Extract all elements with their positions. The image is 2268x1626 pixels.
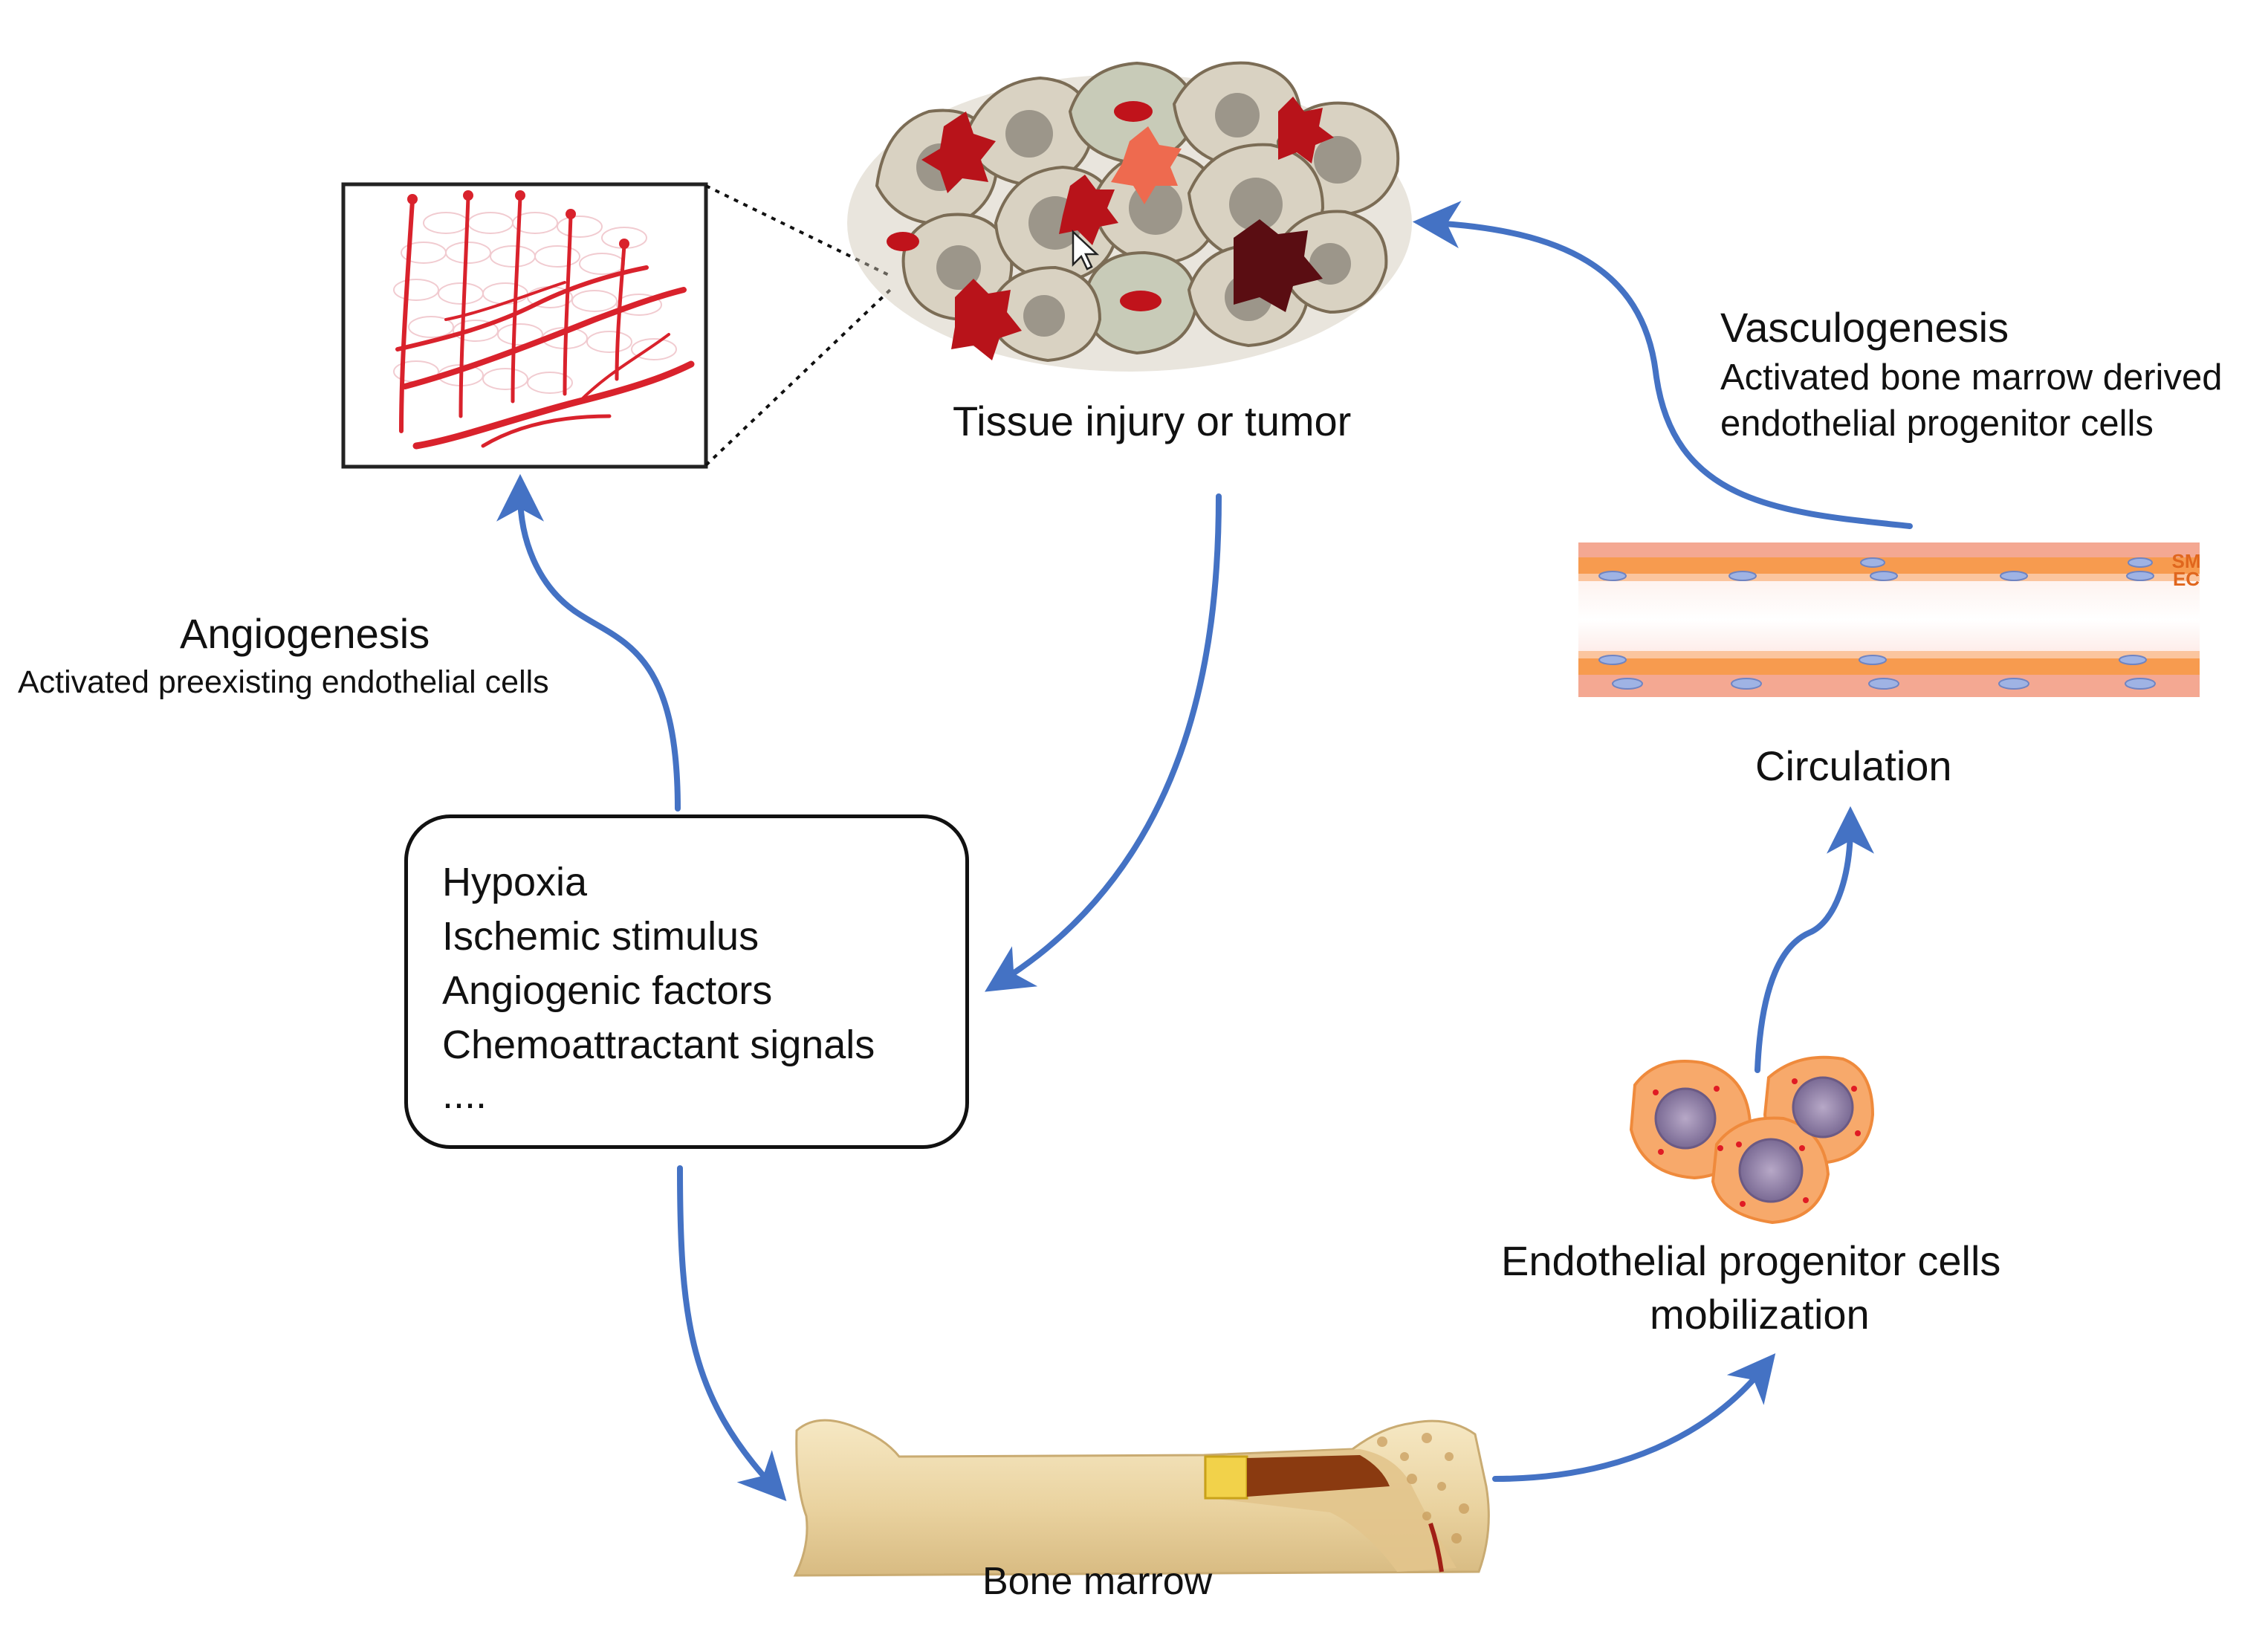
stimulus-item: Hypoxia: [442, 860, 588, 904]
stimulus-box: Hypoxia Ischemic stimulus Angiogenic fac…: [404, 814, 969, 1149]
bone-image: [793, 1419, 1490, 1577]
angiogenesis-sub: Activated preexisting endothelial cells: [18, 664, 549, 700]
vasculogenesis-line1: Activated bone marrow derived: [1720, 357, 2223, 398]
progenitor-cells-image: [1629, 1055, 1875, 1225]
circulation-label: Circulation: [1755, 742, 1952, 789]
epc-label-line1: Endothelial progenitor cells: [1501, 1237, 2001, 1284]
tissue-label: Tissue injury or tumor: [953, 398, 1352, 444]
cursor-icon: [1072, 230, 1100, 271]
vasculogenesis-title: Vasculogenesis: [1720, 304, 2009, 351]
vessel-sm-label: SM: [2172, 550, 2201, 572]
stimulus-item: Ischemic stimulus: [442, 914, 759, 959]
cycle-arrows: [496, 201, 1913, 1502]
epc-label-line2: mobilization: [1650, 1291, 1870, 1338]
arrow-bone-to-progenitor: [1492, 1353, 1776, 1482]
bone-marrow-label: Bone marrow: [982, 1560, 1213, 1603]
arrow-progenitor-to-circulation: [1755, 806, 1874, 1073]
arrow-stimuli-to-bone: [677, 1165, 787, 1502]
tumor-cells-image: [847, 61, 1412, 372]
stimulus-item: Angiogenic factors: [442, 968, 773, 1013]
stimulus-item: Chemoattractant signals: [442, 1023, 875, 1067]
stimulus-item: ....: [442, 1072, 487, 1117]
vessel-ec-label: EC: [2173, 568, 2200, 590]
vessel-network-image: [341, 182, 708, 469]
zoom-lines: [704, 184, 893, 467]
blood-vessel-image: SM EC: [1578, 542, 2201, 697]
arrow-stimuli-to-angiogenesis: [496, 473, 681, 812]
arrow-tissue-to-stimuli: [985, 493, 1222, 992]
vasculogenesis-line2: endothelial progenitor cells: [1720, 404, 2154, 444]
angiogenesis-title: Angiogenesis: [180, 610, 430, 657]
arrow-circulation-to-tissue: [1412, 201, 1913, 529]
